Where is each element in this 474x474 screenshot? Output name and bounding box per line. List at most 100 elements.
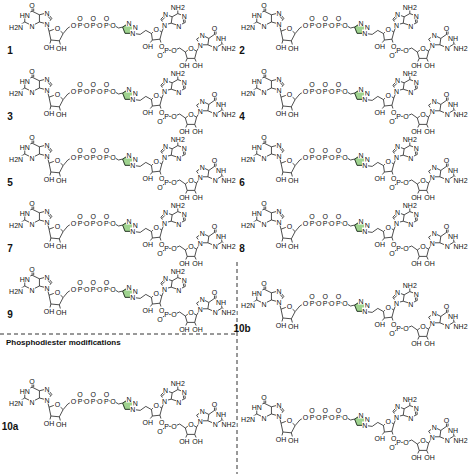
bond-line [59,298,63,305]
bond-line [123,403,125,409]
bond-line [417,250,419,256]
bond-line [378,308,384,311]
atom-label: OH [411,339,423,346]
bond-line [351,225,355,227]
atom-label: OH [275,44,287,51]
bond-line [427,183,429,190]
atom-label: O [90,390,96,397]
atom-label: O [103,278,109,285]
atom-label: OH [43,242,55,249]
bond-line [32,77,39,81]
bond-line [51,304,59,306]
atom-label: O [157,316,163,323]
bond-line [439,38,441,44]
bond-line [383,426,385,432]
bond-line [39,147,40,154]
atom-label: O [286,25,292,32]
bond-line [207,414,209,420]
bond-line [171,393,173,399]
atom-label: P [322,21,328,28]
bond-line [372,162,378,166]
atom-label: N [212,45,218,52]
atom-label: N [276,219,282,226]
bond-line [63,226,68,232]
atom-label: O [342,413,348,420]
atom-label: O [420,437,426,444]
bond-line [427,117,429,124]
atom-label: O [420,243,426,250]
atom-label: O [261,67,267,74]
atom-label: N [413,291,419,298]
atom-label: N [408,220,414,227]
atom-label: OH [179,127,191,134]
atom-label: N [126,86,132,93]
bond-line [195,315,197,322]
bond-line [146,30,152,33]
atom-label: P [322,219,328,226]
bond-line [355,27,357,33]
bond-line [51,416,59,418]
bond-line [417,52,419,58]
atom-label: HN [251,209,262,216]
atom-label: O [420,177,426,184]
bond-line [384,431,392,433]
bond-line [209,100,215,104]
bond-line [152,105,160,107]
bond-line [281,97,283,106]
atom-label: N [413,13,419,20]
atom-label: N [413,145,419,152]
bond-line [392,310,394,317]
bond-line [172,146,178,149]
atom-label: P [309,21,315,28]
compound-number: 2 [239,45,245,56]
bond-line [412,48,418,52]
bond-line [271,147,272,154]
atom-label: HN [251,403,262,410]
atom-label: O [342,219,348,226]
atom-label: N [29,286,35,293]
bond-line [185,184,187,190]
atom-label: O [110,87,116,94]
bond-line [372,228,378,232]
atom-label: N [358,412,364,419]
bond-line [185,118,187,124]
atom-label: NH2 [170,268,185,275]
atom-label: OH [192,437,204,444]
atom-label: N [276,21,282,28]
compound-number: 7 [7,243,13,254]
atom-label: NH [215,410,226,417]
atom-label: OH [55,177,67,184]
bond-line [207,302,209,308]
atom-label: O [385,25,391,32]
atom-label: O [54,157,60,164]
bond-line [209,34,215,38]
bond-line [160,98,162,105]
atom-label: NH2 [221,421,236,428]
atom-label: P [322,87,328,94]
bond-line [392,164,394,171]
atom-label: N [126,218,132,225]
atom-label: NH [447,34,458,41]
atom-label: O [83,397,89,404]
atom-label: N [199,408,205,415]
bond-line [63,28,68,34]
atom-label: OH [192,61,204,68]
atom-label: O [403,47,409,54]
atom-label: O [261,133,267,140]
atom-label: O [322,292,328,299]
bond-line [291,166,295,173]
bond-line [151,410,153,416]
atom-label: H2N [9,24,24,31]
atom-label: O [29,377,35,384]
atom-label: O [153,91,159,98]
atom-label: O [385,303,391,310]
atom-label: O [97,21,103,28]
atom-label: O [157,118,163,125]
bond-line [392,230,394,237]
atom-label: N [394,21,400,28]
atom-label: P [309,87,315,94]
atom-label: OH [424,127,436,134]
atom-label: P [322,413,328,420]
atom-label: O [315,413,321,420]
